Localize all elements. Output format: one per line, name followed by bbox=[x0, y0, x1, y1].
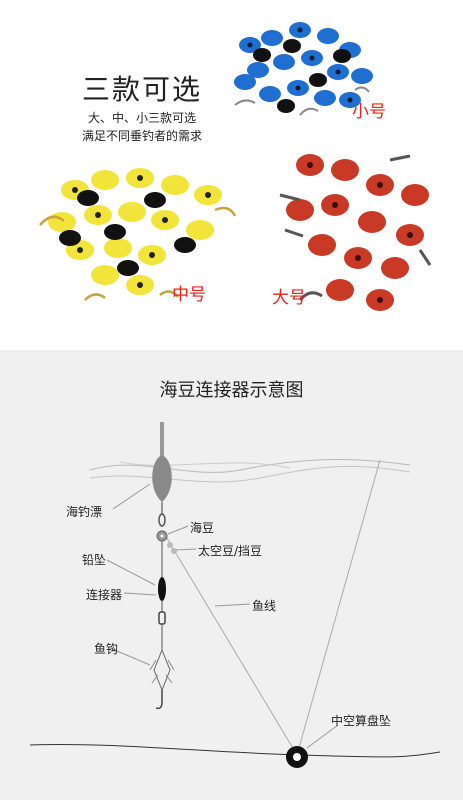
promo-line-2: 满足不同垂钓者的需求 bbox=[82, 129, 203, 143]
medium-beads-image bbox=[39, 168, 237, 301]
label-connector: 连接器 bbox=[86, 588, 123, 602]
fishing-rig-diagram bbox=[29, 422, 441, 768]
label-sinker: 铅坠 bbox=[82, 553, 107, 567]
label-hook: 鱼钩 bbox=[94, 642, 119, 656]
label-line: 鱼线 bbox=[252, 599, 277, 613]
large-beads-image bbox=[279, 154, 432, 311]
size-label-large: 大号 bbox=[272, 288, 306, 308]
label-abacus-sinker: 中空算盘坠 bbox=[331, 714, 392, 728]
diagram-title: 海豆连接器示意图 bbox=[159, 380, 304, 401]
size-label-small: 小号 bbox=[352, 102, 386, 122]
size-label-medium: 中号 bbox=[172, 285, 206, 305]
label-float: 海钓漂 bbox=[66, 505, 103, 519]
promo-title: 三款可选 bbox=[82, 73, 203, 106]
promo-line-1: 大、中、小三款可选 bbox=[88, 111, 197, 125]
label-space-bean: 太空豆/挡豆 bbox=[198, 544, 263, 558]
label-sea-bean: 海豆 bbox=[190, 521, 215, 535]
small-beads-image bbox=[228, 18, 378, 128]
diagram-section bbox=[0, 350, 463, 800]
